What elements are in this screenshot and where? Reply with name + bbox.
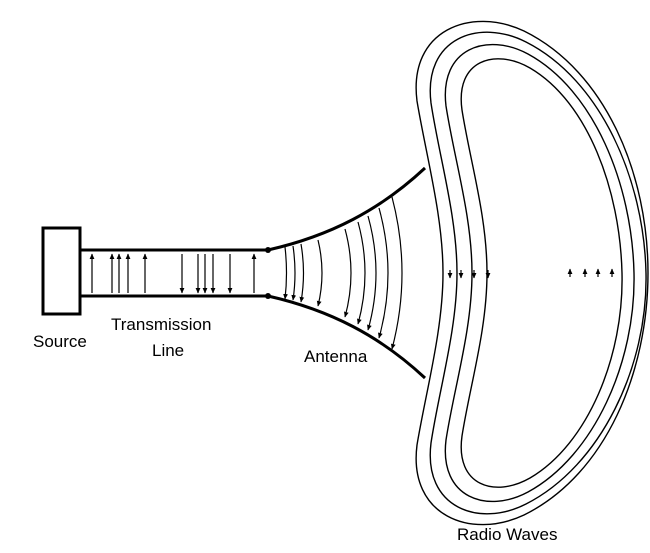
transmission-line-label-line1: Transmission [111,315,211,334]
field-line [390,196,403,350]
antenna-upper-arm [267,166,427,252]
antenna-field-lines [283,196,403,350]
field-line [367,215,377,331]
field-line [316,239,323,307]
antenna-label: Antenna [304,347,368,366]
field-line [357,221,366,325]
radio-wave-fronts [415,20,649,526]
source-label: Source [33,332,87,351]
radio-wave-field-arrows [447,268,615,279]
field-line [299,243,305,303]
source-box [41,226,82,316]
field-line [343,228,352,318]
field-line [291,245,297,301]
radio-waves-label: Radio Waves [457,525,557,544]
wave-front [415,20,649,526]
field-line [378,207,389,339]
transmission-line-field-lines [89,253,257,294]
field-line [283,246,288,300]
transmission-line-label-line2: Line [152,341,184,360]
antenna-lower-arm [267,294,427,380]
wave-front [429,31,647,515]
